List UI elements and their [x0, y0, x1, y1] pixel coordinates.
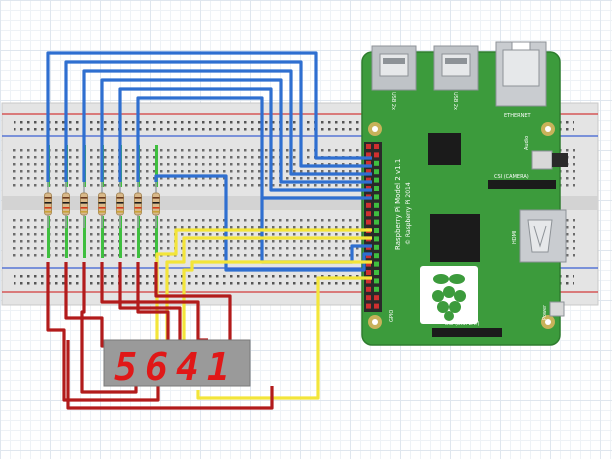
gpio-pin [374, 278, 379, 284]
copyright-label: © Raspberry Pi 2014 [405, 182, 412, 245]
blue-wire-6 [136, 96, 372, 200]
gpio-pin [366, 295, 371, 301]
gpio-pin [366, 202, 371, 208]
gpio-pin [366, 286, 371, 292]
gpio-label: GPIO [389, 310, 395, 322]
gpio-pin [366, 160, 371, 166]
mounting-holes [368, 122, 555, 329]
red-wire-7 [154, 262, 232, 340]
gpio-pin [366, 270, 371, 275]
raspberry-pi-board: USB 2x USB 2x ETHERNET Audio CSI (CAMERA… [361, 41, 568, 346]
gpio-pin [374, 286, 379, 292]
resistor [80, 182, 88, 228]
gpio-pin [374, 295, 379, 301]
blue-wire-5 [118, 87, 372, 192]
raspberry-logo-icon [420, 266, 478, 324]
gpio-pin [374, 160, 379, 166]
soc-chip [430, 214, 480, 262]
blue-wire-1 [46, 51, 372, 182]
red-wire-8 [66, 340, 274, 410]
gpio-pin [366, 177, 371, 183]
resistor [62, 182, 70, 228]
blue-wire-3 [82, 69, 372, 182]
display-digits: 5641 [114, 345, 238, 389]
gpio-pin [374, 177, 379, 183]
ethernet-port [495, 41, 547, 107]
gpio-header [364, 142, 382, 312]
gpio-pin [374, 244, 379, 250]
resistor [44, 182, 52, 228]
gpio-pin [374, 202, 379, 208]
audio-jack [531, 150, 568, 170]
gpio-pin [374, 211, 379, 217]
gpio-pin [374, 219, 379, 225]
red-wires [46, 262, 274, 410]
red-wire-5 [118, 262, 182, 340]
gpio-pin [366, 219, 371, 225]
ethernet-label: ETHERNET [504, 113, 532, 119]
gpio-pin [366, 303, 371, 309]
gpio-pin [374, 261, 379, 267]
gpio-pin [366, 278, 371, 284]
red-wire-1 [46, 262, 160, 402]
usb-label-2: USB 2x [452, 92, 458, 110]
gpio-pin [374, 303, 379, 309]
dsi-label: DSI (DISPLAY) [445, 321, 480, 327]
gpio-header-body [364, 142, 382, 312]
audio-label: Audio [524, 136, 530, 150]
wires [46, 51, 372, 410]
gpio-pin [374, 236, 379, 242]
yellow-wire-4 [196, 276, 372, 400]
lan-chip [428, 133, 461, 165]
gpio-pin [374, 194, 379, 200]
resistor [116, 182, 124, 228]
gpio-pin [374, 144, 379, 149]
resistor [134, 182, 142, 228]
usb-port-2 [433, 45, 479, 91]
gpio-pin [374, 186, 379, 191]
power-label: Power [542, 304, 548, 320]
gpio-pin [374, 228, 379, 233]
red-wire-3 [80, 262, 138, 394]
csi-connector [488, 180, 556, 189]
resistor [152, 182, 160, 228]
gpio-pin [374, 253, 379, 259]
resistor-array [44, 182, 160, 228]
dsi-connector [432, 328, 502, 337]
gpio-pin [374, 270, 379, 275]
power-connector [549, 301, 565, 317]
blue-wire-7 [154, 174, 372, 272]
gpio-pin [366, 253, 371, 259]
hdmi-port [519, 209, 567, 263]
resistor [98, 182, 106, 228]
gpio-pin [366, 261, 371, 267]
usb-port-1 [371, 45, 417, 91]
model-label: Raspberry Pi Model 2 v1.1 [394, 159, 402, 250]
gpio-pin [374, 152, 379, 158]
display-body [103, 339, 251, 387]
gpio-pin [366, 169, 371, 175]
gpio-pin [366, 144, 371, 149]
gpio-pin [366, 211, 371, 217]
blue-wire-2 [64, 60, 372, 182]
red-wire-6 [136, 262, 170, 340]
hdmi-label: HDMI [512, 231, 518, 244]
usb-label-1: USB 2x [390, 92, 396, 110]
gpio-pin [366, 152, 371, 158]
gpio-pin [374, 169, 379, 175]
yellow-wire-2 [165, 236, 372, 345]
blue-wire-4 [100, 78, 372, 184]
csi-label: CSI (CAMERA) [494, 174, 529, 180]
seven-segment-display: 5641 [103, 339, 251, 389]
